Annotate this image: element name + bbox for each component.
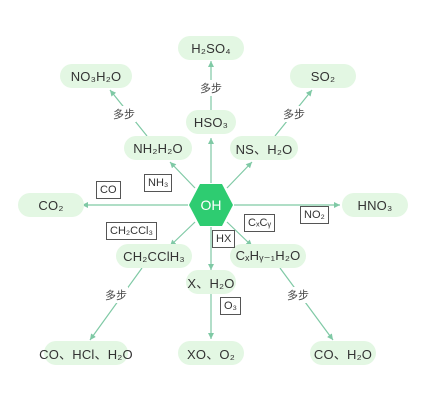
node-xoo2: XO、O₂ <box>178 341 244 365</box>
multistep-label-upper-right: 多步 <box>282 106 306 122</box>
node-co2: CO₂ <box>18 193 84 217</box>
arrow-oh-to-nsh2o <box>226 161 253 189</box>
node-xh2o: X、H₂O <box>186 270 236 294</box>
node-cohclh2o: CO、HCl、H₂O <box>39 341 133 365</box>
node-hso3: HSO₃ <box>186 110 236 134</box>
node-coh2o: CO、H₂O <box>310 341 376 365</box>
multistep-label-lower-right: 多步 <box>286 287 310 303</box>
arrow-cxhyh2o-to-coh2o <box>279 267 334 341</box>
oh-hexagon-icon <box>189 184 233 226</box>
multistep-label-lower-left: 多步 <box>104 287 128 303</box>
node-nh2h2o: NH₂H₂O <box>124 136 192 160</box>
reactant-hx: HX <box>212 230 236 248</box>
node-nsh2o: NS、H₂O <box>230 136 298 160</box>
reactant-ch2ccl3: CH₂CCl₃ <box>106 222 157 240</box>
node-so2: SO₂ <box>290 64 356 88</box>
node-no3h2o: NO₃H₂O <box>60 64 132 88</box>
reactant-no2: NO₂ <box>300 206 329 224</box>
arrow-oh-to-ch2cclh3 <box>169 221 196 247</box>
reactant-cxcy: CₓCᵧ <box>244 214 276 232</box>
center-oh-label: OH <box>200 197 222 213</box>
node-ch2cclh3: CH₂CClH₃ <box>116 244 192 268</box>
node-h2so4: H₂SO₄ <box>178 36 244 60</box>
multistep-label-upper-left: 多步 <box>112 106 136 122</box>
arrow-oh-to-nh2h2o <box>169 161 196 189</box>
reactant-o3: O₃ <box>220 297 242 315</box>
multistep-label-top: 多步 <box>199 80 223 96</box>
arrow-ch2cclh3-to-cohclh2o <box>89 267 143 341</box>
node-cxhyh2o: CₓHᵧ₋₁H₂O <box>230 244 306 268</box>
arrow-oh-to-cxhyh2o <box>226 221 253 247</box>
reactant-nh3: NH₃ <box>144 174 173 192</box>
reactant-co: CO <box>96 181 121 199</box>
node-hno3: HNO₃ <box>342 193 408 217</box>
